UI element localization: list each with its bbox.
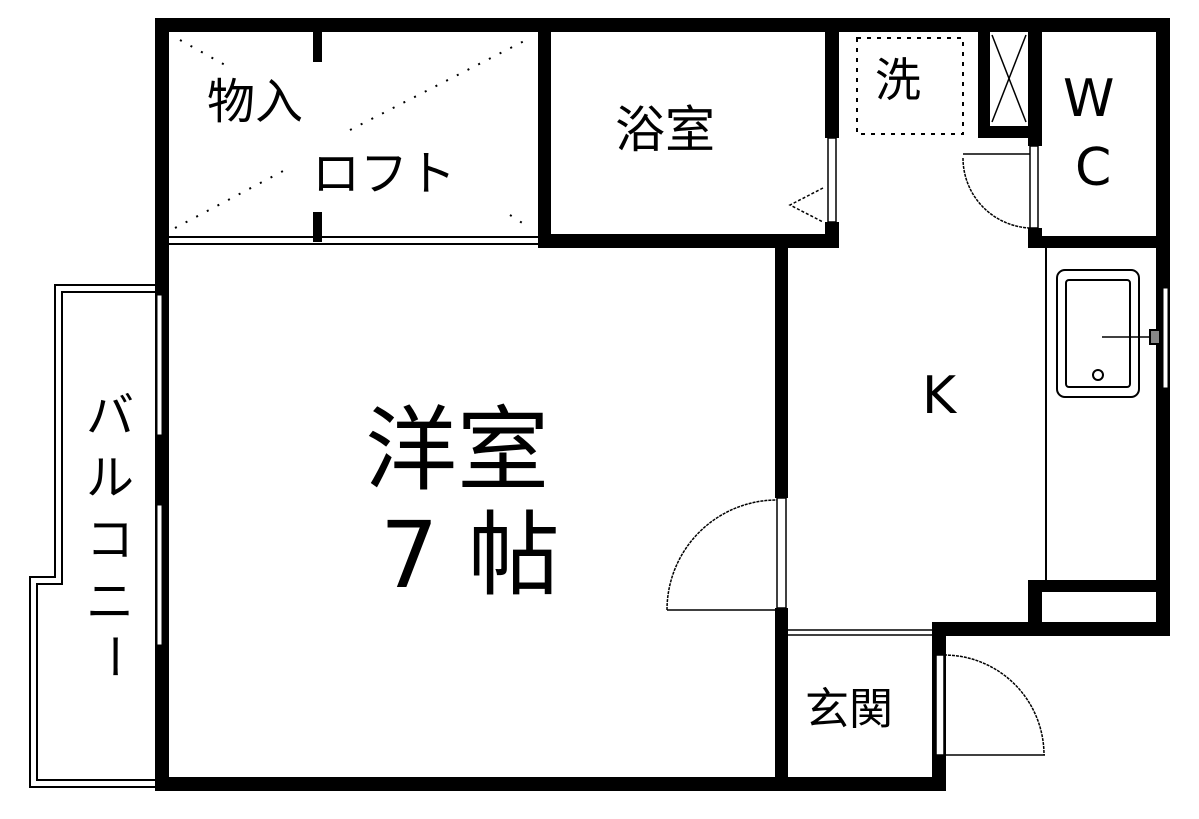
wc-door [962, 145, 1039, 229]
bathroom-label: 浴室 [615, 101, 715, 159]
washer-space [856, 37, 964, 135]
toilet-label-w: W [1063, 69, 1115, 129]
balcony-char: ー [83, 633, 139, 681]
toilet-label-c: C [1075, 138, 1112, 198]
loft-edge [169, 236, 538, 245]
storage-label: 物入 [207, 74, 304, 130]
pipe-shaft [991, 34, 1027, 123]
balcony-char: バ [85, 388, 134, 444]
balcony-char: ニ [85, 574, 134, 630]
entrance-label: 玄関 [805, 684, 893, 735]
western-room-label: 洋室 [365, 397, 550, 504]
western-room-size: 7 帖 [380, 502, 560, 609]
entrance-door [935, 654, 1045, 756]
bath-door [788, 137, 837, 223]
room-door [666, 497, 787, 611]
balcony-windows [156, 294, 163, 646]
balcony-outline [29, 284, 155, 788]
sink-icon [1056, 269, 1161, 398]
entrance-step [788, 629, 932, 636]
kitchen-window [1162, 287, 1169, 389]
loft-label: ロフト [312, 146, 457, 202]
balcony-label: バ ル コ ニ ー [80, 385, 140, 681]
storage-diagonals [174, 37, 531, 229]
interior-walls [313, 18, 1170, 791]
balcony-char: コ [85, 512, 134, 568]
balcony-char: ル [85, 450, 134, 506]
kitchen-label: K [922, 366, 957, 426]
washer-label: 洗 [875, 53, 921, 107]
